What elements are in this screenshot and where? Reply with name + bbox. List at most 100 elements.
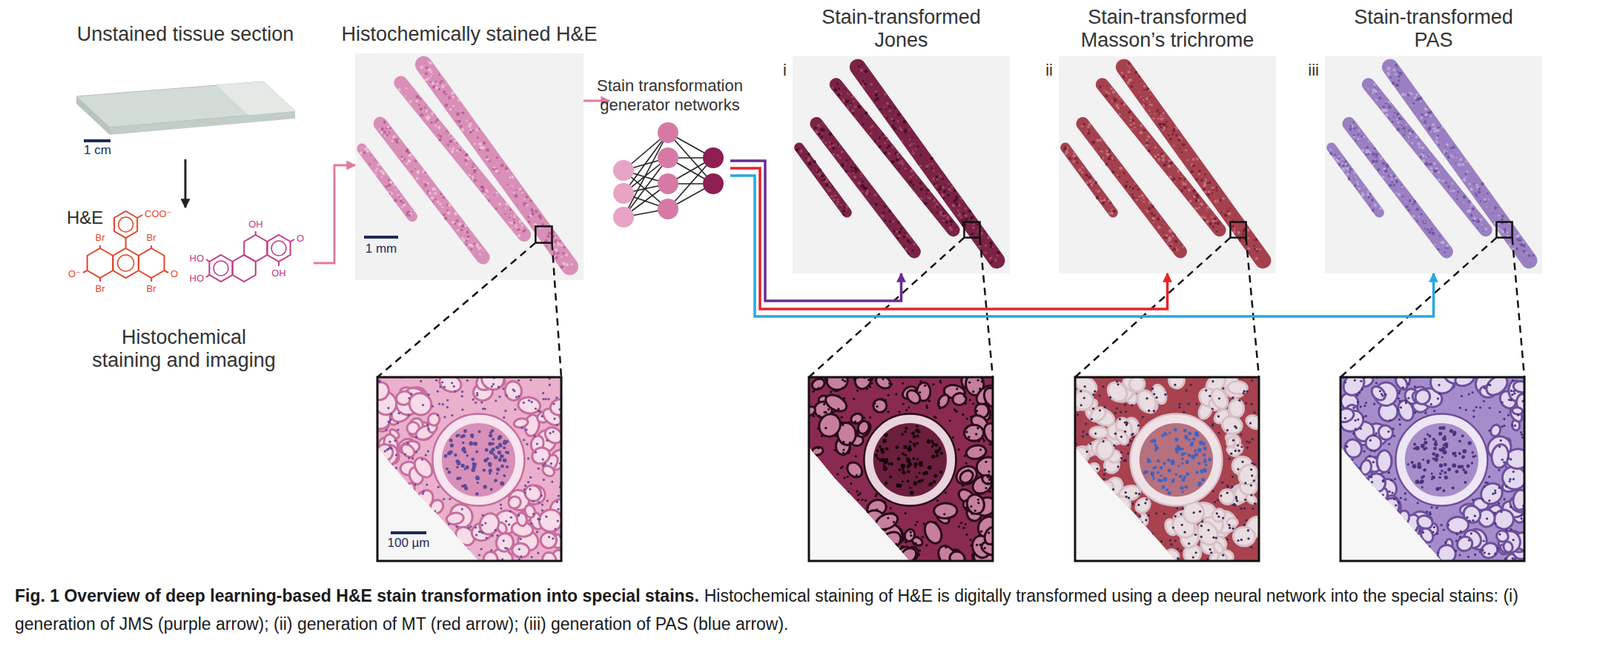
tissue-texture	[517, 234, 521, 238]
glomerulus-texture	[470, 457, 475, 462]
nucleus	[395, 529, 398, 532]
tissue-texture	[1149, 103, 1152, 107]
tissue-texture	[912, 152, 915, 155]
tissue-texture	[1247, 246, 1251, 250]
nucleus	[965, 430, 968, 433]
nucleus	[428, 520, 431, 523]
nucleus	[812, 556, 815, 559]
nucleus	[823, 411, 826, 414]
nucleus	[961, 484, 964, 488]
chemical-structures	[83, 211, 295, 282]
nucleus	[848, 441, 852, 445]
tissue-texture	[911, 183, 915, 187]
nucleus	[914, 524, 917, 527]
nucleus	[848, 421, 851, 424]
glomerulus-texture	[884, 481, 889, 486]
tissue-texture	[1258, 248, 1262, 251]
tissue-texture	[836, 203, 839, 206]
tissue-texture	[482, 249, 485, 252]
tissue-texture	[556, 240, 560, 244]
nucleus	[934, 416, 937, 419]
tissue-texture	[842, 209, 845, 213]
tubule	[452, 545, 468, 566]
tissue-texture	[366, 149, 370, 153]
nucleus	[553, 403, 556, 406]
scale-bar	[83, 139, 111, 143]
glomerulus-texture	[487, 441, 492, 446]
tissue-texture	[825, 183, 829, 187]
glomerulus-texture	[461, 484, 465, 488]
nucleus	[537, 501, 540, 504]
nucleus	[842, 441, 845, 444]
nucleus	[841, 424, 844, 427]
tissue-texture	[954, 191, 956, 193]
tissue-texture	[928, 163, 930, 166]
tissue-texture	[455, 112, 460, 117]
nucleus	[865, 387, 869, 390]
chemical-ring	[138, 248, 165, 279]
tissue-texture	[895, 158, 899, 162]
tissue-texture	[934, 203, 938, 207]
chemical-bond	[164, 270, 170, 273]
tissue-texture	[394, 188, 396, 190]
tissue-texture	[493, 166, 496, 170]
tissue-texture	[1233, 228, 1236, 231]
tissue-texture	[991, 246, 994, 250]
glomerulus-texture	[461, 448, 465, 452]
glomerulus-texture	[490, 488, 494, 492]
glomerulus-tuft	[441, 423, 516, 497]
tissue-texture	[837, 93, 841, 97]
tissue-texture	[421, 170, 425, 174]
nucleus	[422, 490, 425, 494]
nucleus	[504, 394, 508, 397]
tissue-strip	[1124, 67, 1264, 261]
nucleus	[541, 503, 544, 506]
tissue-texture	[977, 245, 981, 248]
tissue-texture	[467, 244, 470, 247]
tissue-texture	[1150, 95, 1153, 98]
tissue-texture	[915, 177, 918, 179]
nucleus	[841, 378, 844, 382]
nucleus	[891, 557, 895, 560]
tissue-texture	[828, 189, 832, 193]
tissue-texture	[917, 146, 920, 149]
tissue-texture	[381, 169, 384, 172]
tissue-texture	[948, 226, 952, 230]
tissue-texture	[939, 185, 941, 187]
nucleus	[381, 529, 385, 532]
tissue-texture	[393, 134, 397, 138]
tissue-texture	[391, 140, 394, 143]
nucleus	[556, 501, 559, 504]
tissue-texture	[1149, 94, 1152, 96]
tissue-texture	[989, 260, 993, 264]
tissue-texture	[820, 174, 824, 178]
tissue-texture	[853, 175, 857, 179]
tissue-texture	[939, 174, 942, 178]
nucleus	[837, 407, 840, 411]
nucleus	[982, 387, 985, 390]
tissue-texture	[473, 143, 476, 146]
chemical-ring	[266, 235, 290, 262]
tissue-texture	[848, 157, 850, 160]
tissue-texture	[407, 159, 411, 163]
tissue-texture	[1253, 239, 1255, 241]
glomerulus-texture	[461, 464, 465, 468]
glomerulus-texture	[939, 470, 943, 474]
nucleus	[914, 541, 918, 545]
tissue-texture	[840, 92, 843, 95]
nucleus	[988, 478, 991, 482]
nucleus	[393, 439, 396, 442]
tissue-texture	[908, 241, 912, 244]
glomerulus-texture	[933, 474, 938, 479]
nucleus	[544, 398, 548, 401]
nucleus	[407, 555, 411, 558]
tissue-texture	[820, 135, 823, 138]
nucleus	[504, 410, 507, 413]
nucleus	[949, 419, 952, 422]
tissue-texture	[825, 177, 828, 179]
nucleus	[527, 399, 531, 402]
tissue-texture	[476, 136, 479, 139]
tissue-texture	[393, 138, 396, 141]
nucleus	[453, 557, 456, 560]
tissue-texture	[424, 106, 426, 109]
